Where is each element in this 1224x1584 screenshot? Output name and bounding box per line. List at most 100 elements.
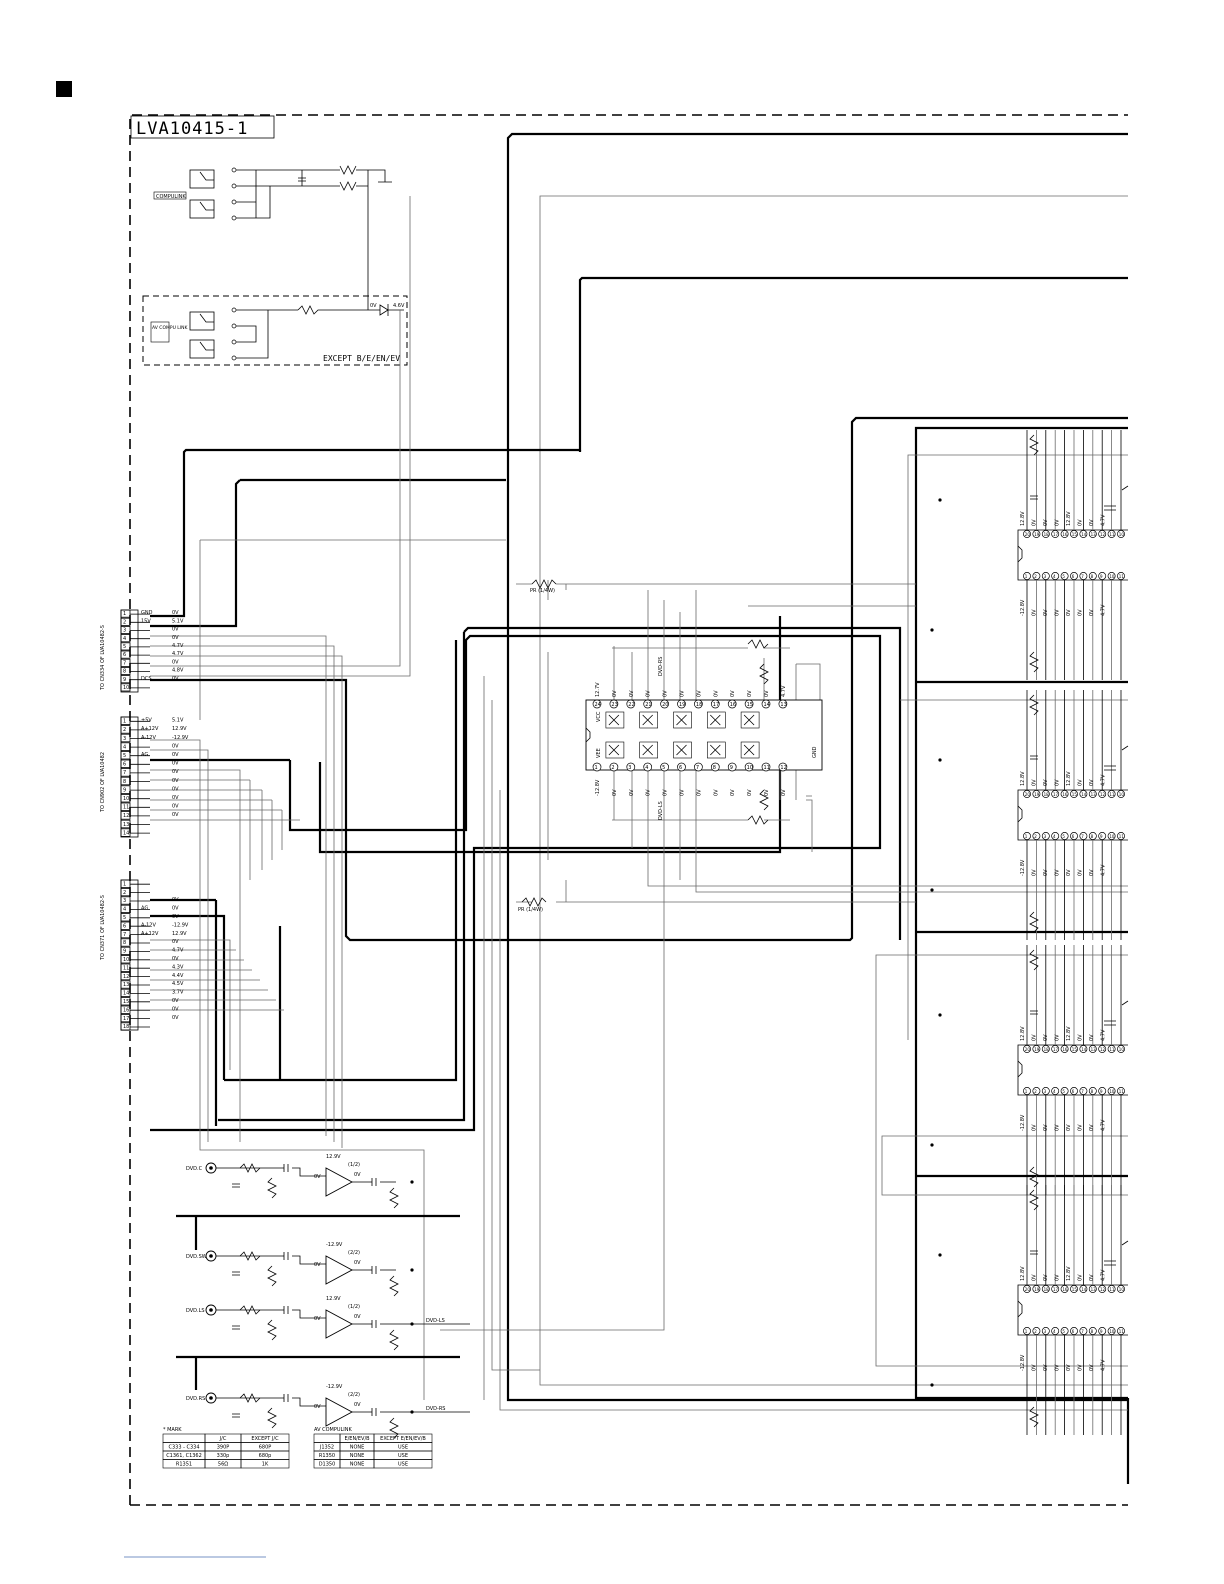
connector-pin [120,930,131,939]
coupling-capacitor [283,1252,377,1274]
except-label: EXCEPT B/E/EN/EV [323,354,400,363]
side-ic-voltage: 4.7V [1101,864,1107,876]
side-ic-voltage: 0V [1066,1124,1072,1131]
ic-switch-block [740,711,760,729]
input-resistor [239,1305,261,1315]
ic-vcc-label: VCC [596,711,602,722]
side-ic-voltage: 0V [1078,779,1084,786]
side-ic-pin [1098,1087,1107,1095]
connector-pin-number: 3 [123,736,126,742]
connector-pin [120,896,131,905]
side-ic-pin [1023,832,1031,840]
side-ic-voltage: 0V [1066,869,1072,876]
side-ic-voltage: 12.8V [1020,511,1026,526]
ic-pin-voltage: 0V [663,690,669,697]
connector-voltage: 3.7V [172,990,184,996]
side-ic-pin-number: 17 [1053,792,1059,797]
side-ic-pin [1098,832,1107,840]
connector-pin-number: 8 [123,779,126,785]
side-ic-pin-number: 7 [1081,1329,1084,1334]
side-ic-resistor [1029,1189,1039,1211]
ic-gnd-label: GND [812,746,818,758]
side-ic-pin [1032,1327,1041,1335]
side-ic-pin-number: 20 [1025,532,1031,537]
connector-signal-name: 15V [141,618,151,624]
connector-voltage: -12.9V [172,735,189,741]
side-ic-pin [1088,832,1097,840]
side-ic-pin [1107,1045,1116,1053]
opamp-part-label: (2/2) [348,1392,360,1398]
side-ic-pin [1117,790,1125,798]
shunt-resistor [267,1319,277,1341]
side-ic-pin-number: 10 [1119,792,1125,797]
side-ic-pin [1051,1045,1060,1053]
ic-switch-block [605,711,625,729]
ic-pin-number: 15 [747,702,753,708]
connector-pin [120,650,131,659]
side-ic-pin-number: 13 [1091,1047,1097,1052]
connector-voltage: 0V [172,786,179,792]
side-ic-pin [1060,1045,1069,1053]
side-ic-voltage: 4.7V [1101,1269,1107,1281]
side-ic-body [1017,789,1128,841]
side-ic-voltage: 0V [1078,1124,1084,1131]
ic-pin-voltage: 0V [629,789,635,796]
junction-dot [930,628,934,632]
table-cell-text: C333 - C334 [168,1445,199,1451]
side-ic-pin [1023,790,1031,798]
side-ic-pin-number: 13 [1091,1287,1097,1292]
ic-pin-number: 2 [611,765,614,771]
ic-pin-number: 1 [595,765,598,771]
ic-pin [778,699,788,709]
side-ic-voltage: 0V [1078,609,1084,616]
connector-pin-number: 3 [123,898,126,904]
side-ic-pin-number: 14 [1081,792,1087,797]
side-ic-voltage: 0V [1055,1034,1061,1041]
connector-pin [120,794,131,803]
side-ic-pin-number: 14 [1081,1047,1087,1052]
side-ic-pin-number: 17 [1053,1287,1059,1292]
connector-pin-number: 10 [123,796,129,802]
connector-pin [120,888,131,897]
connector-signal-name: A-12V [141,735,156,741]
side-ic-pin-number: 16 [1062,1287,1068,1292]
ic-pin-number: 20 [662,702,668,708]
side-ic-pin [1107,572,1116,580]
connector-voltage: 0V [172,906,179,912]
ic-pin-voltage: 0V [612,690,618,697]
table-cell-text: 680p [259,1453,272,1459]
input-jack-label: DVD.LS [186,1308,205,1314]
side-ic-pin-number: 12 [1100,532,1106,537]
compulink-jack: COMPULINK [153,165,392,310]
av-compulink-label: AV COMPU LINK [152,325,189,331]
connector-voltage: 12.9V [172,931,187,937]
side-ic-voltage: 0V [1032,1274,1038,1281]
connector-pin [120,768,131,777]
side-ic-pin-number: 9 [1100,834,1103,839]
filter-capacitor [232,1271,240,1276]
ic-pin-number: 18 [696,702,702,708]
ic-pin-voltage: 0V [730,690,736,697]
side-ic-voltage: 0V [1089,1034,1095,1041]
side-ic-body [1017,1044,1128,1096]
side-ic-resistor [1029,694,1039,716]
side-ic-pin-number: 11 [1119,1089,1125,1094]
opamp-part-label: (2/2) [348,1250,360,1256]
ic-pin-number: 6 [679,765,682,771]
side-ic-pin-number: 6 [1072,1089,1075,1094]
side-ic-capacitor [1104,485,1129,511]
connector-pin-number: 4 [123,744,126,750]
ic-pin [710,762,720,772]
side-ic-pin [1107,1327,1116,1335]
ic-switch-element [676,744,687,756]
side-ic-pin-number: 8 [1091,574,1094,579]
connector-pin [120,938,131,947]
junction-dot [930,888,934,892]
side-ic-pin-number: 2 [1034,1089,1037,1094]
side-ic-voltage: 0V [1043,1274,1049,1281]
filter-capacitor [232,1325,240,1330]
connector-pin [120,609,131,618]
